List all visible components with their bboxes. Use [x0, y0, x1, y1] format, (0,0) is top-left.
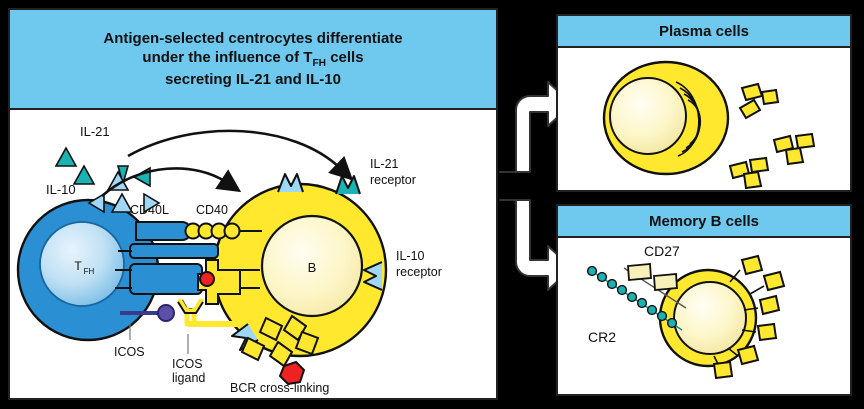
- cd40-ligand-label: CD40L: [130, 203, 169, 217]
- title-line-2-sub: FH: [312, 57, 327, 69]
- icos-complex: ICOS ICOS ligand: [114, 298, 310, 385]
- tfh-cell-label-sub: FH: [84, 267, 95, 276]
- bcr-cross-linking: BCR cross-linking: [230, 314, 329, 395]
- main-panel: Antigen-selected centrocytes differentia…: [8, 8, 498, 400]
- memory-b-cells-panel: Memory B cells: [556, 204, 852, 396]
- il10-receptor-label-2: receptor: [396, 265, 442, 279]
- memory-b-cell: [658, 268, 758, 368]
- b-cell: B: [212, 182, 388, 358]
- plasma-cell: [602, 60, 730, 176]
- plasma-cells-panel: Plasma cells: [556, 14, 852, 192]
- il21-secretion-arrow: [127, 129, 354, 181]
- arrow-to-plasma-cells: [499, 81, 573, 173]
- tcr-mhc-complex: [115, 259, 260, 305]
- il10-secretion-arrow: [101, 167, 242, 197]
- cr2-label: CR2: [588, 329, 616, 345]
- icos-ligand-label-1: ICOS: [172, 357, 203, 371]
- tfh-cell: T FH: [16, 198, 160, 342]
- icos-label: ICOS: [114, 345, 145, 359]
- plasma-cells-title: Plasma cells: [558, 16, 850, 48]
- bcr-antigen: [278, 360, 306, 386]
- mhc-molecule: [197, 259, 241, 305]
- branch-arrows: [499, 81, 573, 291]
- icos-ligand-label-2: ligand: [172, 371, 205, 385]
- main-diagram: B T FH CD40L CD4: [16, 124, 442, 395]
- surface-bcrs: [712, 254, 786, 380]
- main-panel-title: Antigen-selected centrocytes differentia…: [10, 10, 496, 110]
- il10-receptor-label-1: IL-10: [396, 249, 425, 263]
- peptide-antigen-dot: [199, 271, 215, 287]
- memory-b-cells-body: CR2 CD27: [558, 238, 850, 394]
- antibody: [728, 156, 770, 190]
- memory-b-cells-title: Memory B cells: [558, 206, 850, 238]
- bcr-cross-linking-label: BCR cross-linking: [230, 381, 329, 395]
- cd40-label: CD40: [196, 203, 228, 217]
- il21-label: IL-21: [80, 124, 110, 139]
- il21-receptor: IL-21 receptor: [277, 157, 416, 195]
- il21-cytokines: [54, 146, 151, 188]
- plasma-cells-body: [558, 48, 850, 190]
- memory-b-cell-diagram: CR2 CD27: [586, 243, 786, 380]
- title-line-2-pre: under the influence of T: [142, 48, 313, 66]
- plasma-cell-diagram: [602, 60, 816, 190]
- title-line-2: under the influence of TFH cells: [103, 48, 402, 70]
- endoplasmic-reticulum: [675, 81, 702, 157]
- antibody: [772, 132, 816, 166]
- antibody: [738, 82, 780, 120]
- cd27-marker: CD27: [623, 243, 687, 309]
- tfh-cell-label: T: [74, 259, 82, 273]
- il21-receptor-label-1: IL-21: [370, 157, 399, 171]
- title-line-1: Antigen-selected centrocytes differentia…: [103, 29, 403, 47]
- secreted-antibodies: [728, 82, 816, 190]
- cd27-label: CD27: [644, 243, 680, 259]
- il10-receptor: IL-10 receptor: [363, 249, 442, 291]
- main-panel-body: B T FH CD40L CD4: [10, 110, 496, 398]
- cd40l-cd40-complex: CD40L CD40: [130, 203, 262, 241]
- arrow-to-memory-b-cells: [499, 199, 573, 291]
- il10-label: IL-10: [46, 182, 76, 197]
- il21-receptor-label-2: receptor: [370, 173, 416, 187]
- title-line-3: secreting IL-21 and IL-10: [165, 71, 341, 89]
- title-line-2-post: cells: [326, 48, 364, 66]
- cr2-marker: CR2: [586, 265, 683, 345]
- adhesion-bar: [118, 243, 219, 259]
- b-cell-label: B: [308, 260, 317, 275]
